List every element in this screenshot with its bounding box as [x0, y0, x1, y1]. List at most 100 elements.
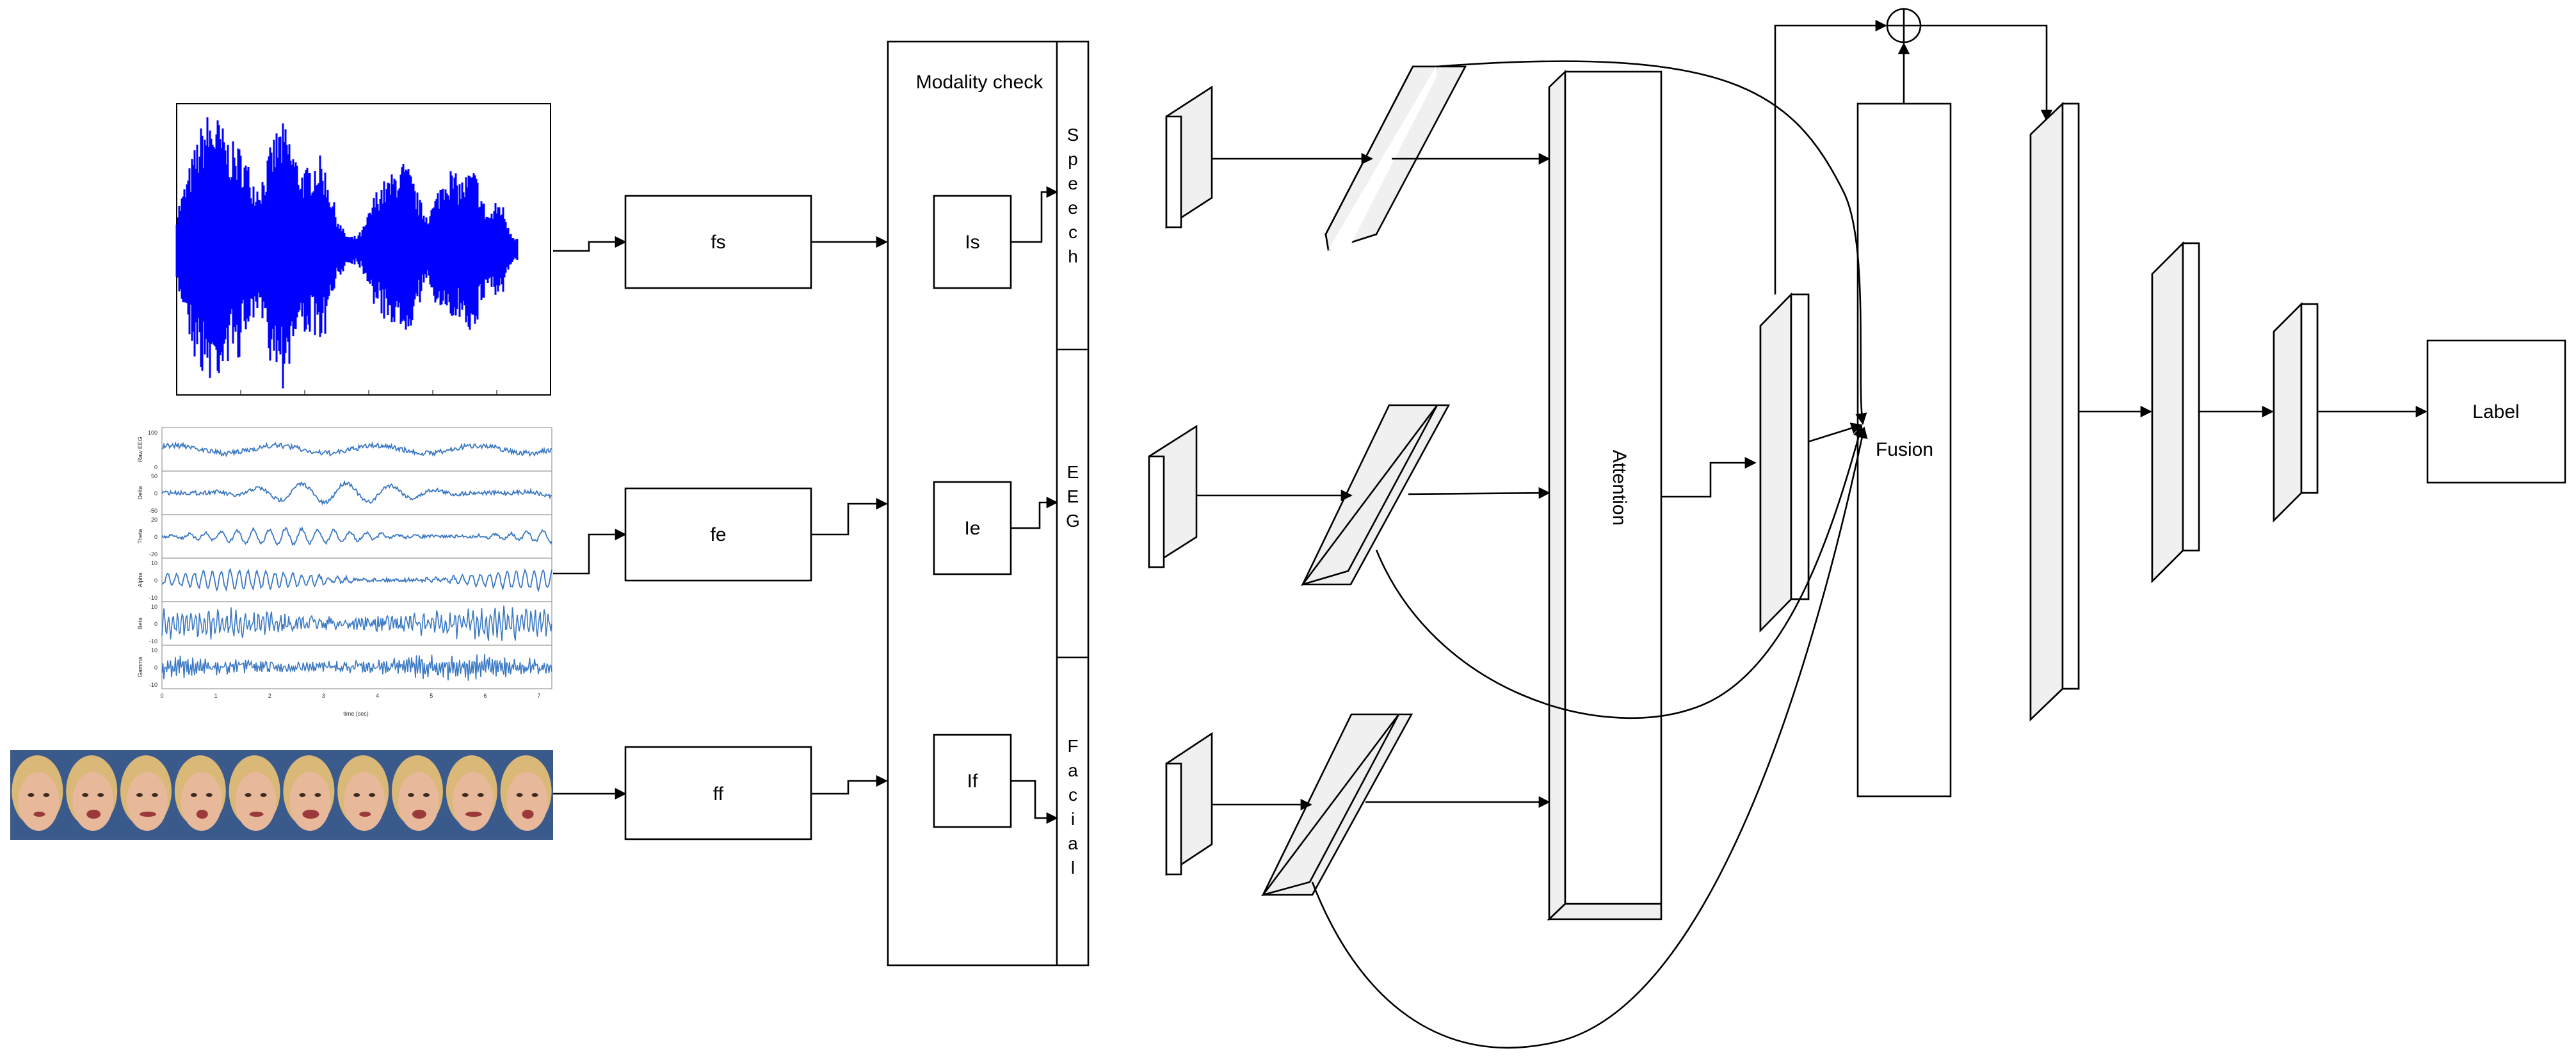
eeg-band-label: Gamma — [137, 657, 143, 677]
facial-encoder-box: ff — [624, 746, 812, 840]
eeg-signal-image: Raw EEG1000Delta500-50Theta200-20Alpha10… — [137, 427, 552, 717]
eeg-section-label: EEG — [1066, 462, 1080, 531]
speech-feature-block — [1165, 85, 1213, 229]
face-thumbnail — [392, 755, 443, 831]
facial-section-letter: F — [1067, 736, 1078, 756]
attention-block: Attention — [1547, 69, 1662, 922]
speech-section-letter: e — [1068, 173, 1078, 193]
face-thumbnail — [120, 755, 172, 831]
face-thumbnail — [174, 755, 226, 831]
eeg-band-tick: 0 — [154, 664, 157, 671]
facial-feature-block — [1165, 732, 1213, 876]
eeg-indicator-label: Ie — [964, 518, 980, 539]
speech-indicator-label: Is — [965, 232, 979, 253]
sum-node — [1886, 8, 1922, 44]
eeg-band-tick: 0 — [154, 464, 157, 470]
speech-section-letter: p — [1068, 149, 1078, 169]
facial-section-letter: l — [1071, 858, 1075, 878]
facial-projection-slab — [1260, 713, 1413, 897]
eeg-band-tick: -50 — [149, 508, 157, 514]
face-thumbnail — [229, 755, 280, 831]
eeg-band-tick: -10 — [149, 638, 157, 645]
face-thumbnail — [12, 755, 63, 831]
eeg-x-tick: 5 — [430, 693, 433, 699]
eeg-band-tick: 0 — [154, 534, 157, 540]
eeg-x-tick: 1 — [214, 693, 218, 699]
block-to-fusion-arrow — [1808, 422, 1863, 443]
speech-waveform-trace — [175, 117, 519, 395]
dense-block-1 — [2029, 101, 2080, 722]
eeg-band-tick: -10 — [149, 682, 157, 688]
eeg-band-label: Delta — [137, 486, 143, 499]
facial-section-letter: a — [1068, 833, 1078, 853]
residual-input-arrow — [1774, 19, 1887, 294]
eeg-x-tick: 3 — [322, 693, 325, 699]
facial-section-letter: a — [1068, 760, 1078, 780]
facial-section-letter: c — [1068, 785, 1077, 805]
speech-waveform-image — [175, 103, 551, 396]
modality-check-title: Modality check — [916, 72, 1043, 93]
face-thumbnail — [66, 755, 118, 831]
face-thumbnail — [283, 755, 335, 831]
eeg-band-label: Theta — [137, 529, 143, 543]
facial-indicator-box — [933, 734, 1012, 828]
eeg-x-tick: 6 — [483, 693, 487, 699]
eeg-feature-block — [1148, 424, 1198, 569]
speech-encoder-box: fs — [624, 195, 812, 289]
fusion-label: Fusion — [1876, 439, 1933, 460]
ff-to-modality-arrow — [811, 775, 888, 795]
speech-to-encoder-arrow — [553, 236, 627, 252]
eeg-band-tick: 0 — [154, 577, 157, 584]
eeg-band-tick: 10 — [151, 560, 157, 566]
dense-block-3 — [2273, 301, 2319, 523]
eeg-section-letter: E — [1067, 486, 1079, 506]
eeg-band-label: Alpha — [137, 572, 143, 587]
eeg-band-tick: -10 — [149, 595, 157, 601]
attended-feature-block — [1759, 292, 1810, 633]
eeg-skip-connection — [1375, 425, 1865, 719]
attention-label: Attention — [1609, 450, 1630, 526]
eeg-indicator-box — [933, 481, 1012, 575]
eeg-band-tick: 50 — [151, 473, 157, 479]
eeg-band-tick: 0 — [154, 621, 157, 627]
facial-section-letter: i — [1071, 809, 1075, 829]
speech-skip-connection — [1435, 60, 1867, 425]
eeg-band-label: Raw EEG — [137, 437, 143, 462]
eeg-band-tick: 20 — [151, 517, 157, 523]
eeg-section-letter: G — [1066, 511, 1080, 531]
eeg-to-encoder-arrow — [553, 528, 627, 575]
dense-block-2 — [2151, 241, 2200, 584]
eeg-section-letter: E — [1067, 462, 1079, 482]
face-thumbnail — [500, 755, 552, 831]
face-thumbnail — [446, 755, 497, 831]
output-label-box: Label — [2426, 339, 2566, 484]
eeg-x-tick: 4 — [376, 693, 379, 699]
attention-to-block-arrow — [1661, 456, 1757, 498]
eeg-band-tick: 100 — [148, 430, 157, 436]
speech-section-letter: c — [1068, 222, 1077, 242]
facial-skip-connection — [1311, 426, 1868, 1049]
eeg-band-tick: -20 — [149, 551, 157, 558]
output-label-text: Label — [2472, 401, 2519, 422]
speech-section-letter: h — [1068, 246, 1078, 266]
eeg-band-tick: 0 — [154, 490, 157, 497]
eeg-x-axis-label: time (sec) — [343, 711, 369, 717]
facial-encoder-label: ff — [713, 783, 724, 805]
fe-to-modality-arrow — [811, 497, 888, 536]
ie-to-eeg-arrow — [1011, 496, 1058, 529]
eeg-slab-to-attention-arrow — [1408, 487, 1550, 499]
eeg-x-tick: 7 — [537, 693, 540, 699]
eeg-band-tick: 10 — [151, 647, 157, 654]
eeg-band-label: Beta — [137, 618, 143, 630]
face-thumbnail — [337, 755, 389, 831]
fusion-block: Fusion — [1856, 102, 1952, 798]
sum-to-dense-arrow — [1920, 24, 2053, 122]
eeg-x-tick: 2 — [268, 693, 271, 699]
speech-section-letter: S — [1067, 125, 1079, 145]
eeg-band-tick: 10 — [151, 604, 157, 610]
speech-section-letter: e — [1068, 198, 1078, 218]
